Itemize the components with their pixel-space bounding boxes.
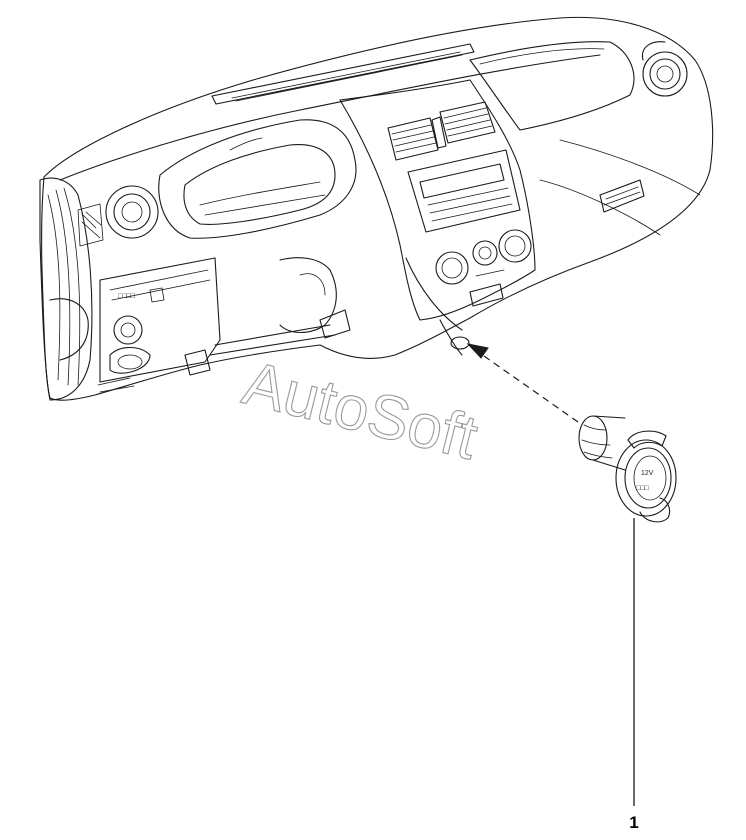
panel-marking: □□□□ [118,293,136,300]
callout-number: 1 [629,813,638,832]
cigarette-lighter-socket: 12V □□□ [578,415,677,523]
watermark: AutoSoft [237,349,484,473]
arrowhead [466,343,489,359]
dashboard-drawing: □□□□ [39,16,714,401]
cap-marking: 12V [641,470,654,477]
callout-1: 1 [629,518,639,832]
cap-marking-2: □□□ [636,485,649,492]
install-direction-arrow [466,343,579,423]
